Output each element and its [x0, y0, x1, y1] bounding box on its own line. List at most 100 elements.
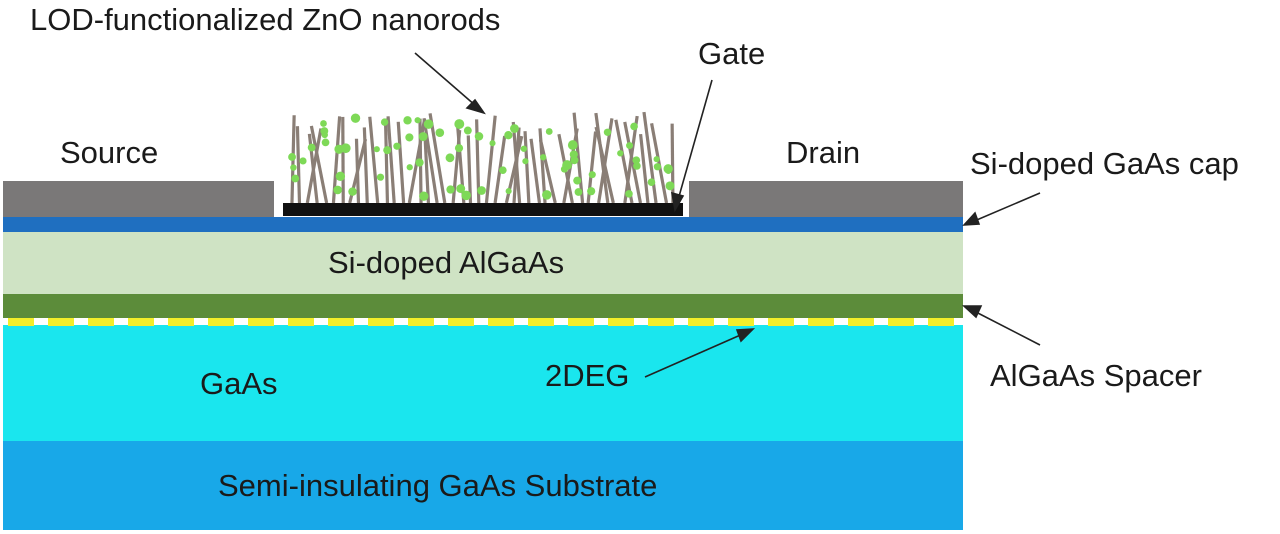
nanorods-arrowhead	[465, 98, 486, 115]
nanorod	[538, 139, 557, 204]
lod-particle	[307, 143, 316, 152]
nanorods-arrow	[414, 52, 477, 107]
lod-particle	[435, 128, 445, 138]
lod-particles	[288, 113, 675, 201]
spacer-arrow	[971, 309, 1041, 346]
nanorod	[642, 111, 658, 204]
lod-particle	[520, 145, 528, 152]
lod-particle	[383, 146, 392, 155]
spacer-label: AlGaAs Spacer	[990, 358, 1202, 393]
lod-particle	[320, 120, 327, 127]
gate-arrowhead	[670, 191, 685, 213]
substrate-layer	[3, 440, 963, 530]
lod-particle	[573, 176, 582, 185]
substrate-label: Semi-insulating GaAs Substrate	[218, 468, 657, 503]
lod-particle	[574, 188, 583, 196]
lod-particle	[474, 132, 484, 141]
nanorod	[383, 118, 390, 204]
lod-particle	[393, 142, 401, 150]
lod-particle	[665, 167, 672, 175]
nanorod	[466, 135, 473, 204]
gate-arrow	[677, 79, 713, 201]
lod-particle	[321, 138, 330, 147]
source-contact	[3, 181, 274, 217]
lod-particle	[403, 116, 412, 125]
source-label: Source	[60, 135, 158, 170]
nanorod	[422, 118, 439, 204]
twodeg-arrowhead	[735, 328, 756, 343]
nanorod	[614, 119, 634, 204]
lod-particle	[335, 171, 346, 181]
nanorod	[623, 121, 643, 204]
lod-particle	[445, 153, 455, 163]
nanorod	[354, 138, 361, 204]
lod-particle	[539, 154, 547, 161]
nanorod	[638, 133, 650, 204]
lod-particle	[542, 190, 552, 200]
lod-particle	[288, 153, 296, 161]
nanorod	[396, 121, 406, 204]
gaas-cap-layer	[3, 217, 963, 232]
lod-particle	[321, 131, 328, 139]
lod-particle	[405, 133, 414, 142]
nanorod	[368, 116, 380, 204]
lod-particle	[461, 190, 471, 201]
nanorod	[428, 113, 447, 204]
nanorod	[523, 131, 531, 204]
lod-particle	[588, 171, 596, 179]
spacer-arrowhead	[961, 305, 983, 319]
nanorod	[386, 116, 396, 204]
lod-particle	[567, 140, 578, 150]
nanorod	[572, 112, 585, 204]
lod-particle	[299, 157, 307, 165]
lod-particle	[333, 185, 343, 195]
lod-particle	[456, 184, 466, 194]
lod-particle	[499, 166, 507, 174]
lod-particle	[653, 163, 662, 171]
lod-particle	[290, 164, 297, 171]
twodeg-label: 2DEG	[545, 358, 629, 393]
lod-particle	[415, 158, 424, 167]
gate-label: Gate	[698, 36, 765, 71]
algaas-label: Si-doped AlGaAs	[328, 245, 564, 280]
lod-particle	[504, 131, 513, 140]
lod-particle	[647, 178, 656, 187]
gaas-label: GaAs	[200, 366, 278, 401]
nanorod	[484, 115, 497, 204]
lod-particle	[423, 119, 434, 129]
nanorod	[309, 125, 329, 204]
cap-arrowhead	[962, 211, 981, 226]
lod-particle	[477, 186, 486, 195]
lod-particle	[603, 128, 612, 136]
lod-particle	[489, 140, 496, 147]
lod-particle	[380, 118, 389, 126]
nanorod	[529, 138, 542, 204]
lod-particle	[348, 187, 357, 196]
lod-particle	[633, 162, 641, 170]
lod-particle	[562, 160, 573, 170]
lod-particle	[522, 158, 529, 165]
lod-particle	[510, 124, 519, 133]
gate-electrode	[283, 203, 683, 216]
nanorod	[423, 133, 431, 204]
lod-particle	[653, 156, 660, 163]
lod-particle	[630, 122, 638, 131]
lod-particle	[446, 185, 455, 194]
lod-particle	[291, 174, 300, 183]
lod-particle	[350, 113, 361, 123]
nanorod	[362, 127, 369, 204]
lod-particle	[340, 143, 351, 154]
cap-arrow	[971, 192, 1041, 223]
lod-particle	[617, 150, 624, 157]
nanorod	[670, 123, 675, 204]
lod-particle	[406, 164, 413, 171]
lod-particle	[463, 126, 472, 135]
nanorod	[511, 121, 522, 204]
lod-particle	[418, 132, 428, 142]
lod-particle	[632, 156, 641, 165]
lod-particle	[570, 156, 579, 165]
algaas-spacer-layer	[3, 294, 963, 318]
lod-particle	[626, 142, 634, 150]
drain-label: Drain	[786, 135, 860, 170]
